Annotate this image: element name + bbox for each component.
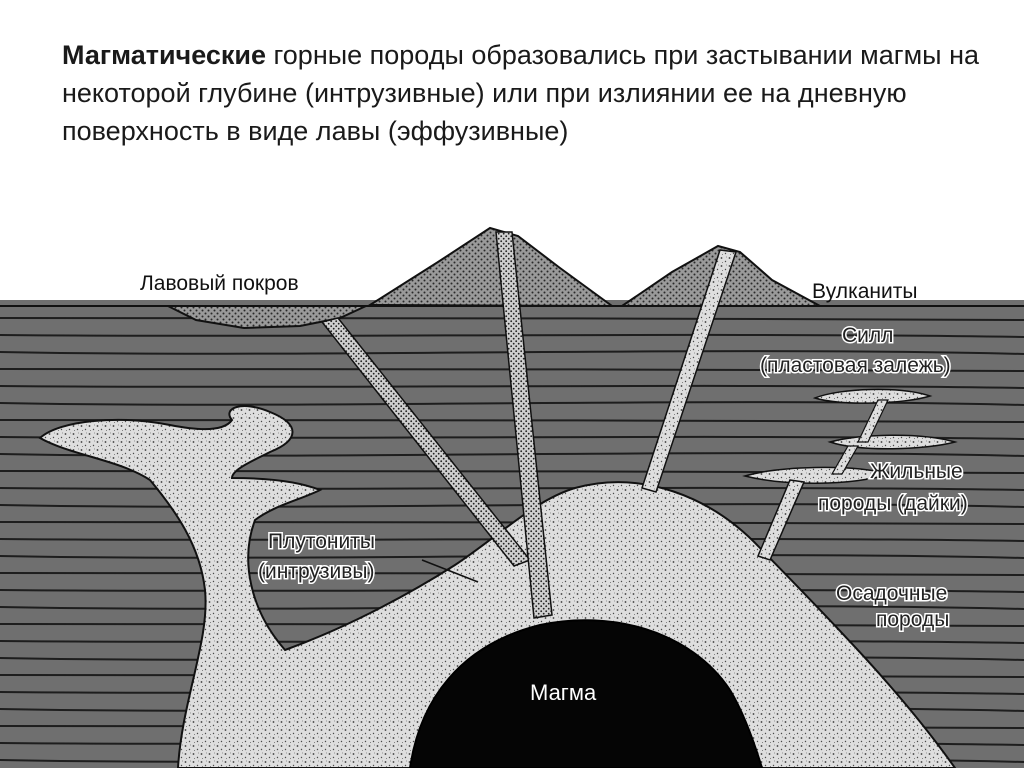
plutonites-pointer: [421, 559, 479, 583]
slide-title: Магматические горные породы образовались…: [62, 36, 982, 150]
plutonite-intrusion: [38, 405, 957, 768]
strata-line: [0, 486, 1024, 491]
label-sedimentary-title: Осадочные: [836, 582, 947, 605]
strata-line: [0, 503, 1024, 508]
strata-line: [0, 384, 1024, 389]
strata-line: [0, 317, 1024, 321]
label-lava-cover: Лавовый покров: [140, 272, 299, 295]
strata-line: [0, 521, 1024, 525]
label-plutonites-subtitle: (интрузивы): [258, 560, 374, 583]
strata-line: [0, 368, 1024, 372]
label-dikes-subtitle: породы (дайки): [818, 492, 968, 515]
label-sill-subtitle: (пластовая залежь): [760, 354, 951, 377]
dikes: [320, 231, 806, 619]
sills: [742, 388, 958, 485]
label-plutonites-title: Плутониты: [268, 530, 375, 553]
title-rest: горные породы образовались при застывани…: [62, 40, 979, 146]
label-sill-title: Силл: [842, 324, 893, 347]
label-sedimentary-subtitle: породы: [876, 608, 949, 631]
strata-line: [0, 350, 1024, 355]
title-bold: Магматические: [62, 40, 267, 70]
label-dikes-title: Жильные: [870, 460, 963, 483]
label-magma: Магма: [530, 680, 597, 705]
magma-chamber: [408, 619, 764, 768]
label-volcanites: Вулканиты: [812, 280, 917, 303]
strata-line: [0, 333, 1024, 338]
